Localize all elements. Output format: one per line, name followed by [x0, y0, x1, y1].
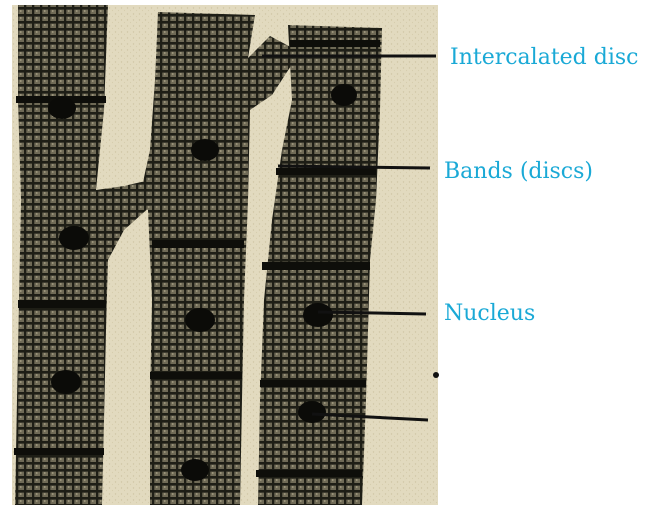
- bands-leader: [277, 164, 431, 170]
- nuclei: [48, 84, 357, 481]
- label-nucleus: Nucleus: [444, 301, 536, 326]
- label-intercalated-disc: Intercalated disc: [450, 45, 639, 70]
- muscle-fiber-middle: [138, 12, 300, 505]
- label-bands: Bands (discs): [444, 159, 594, 184]
- leader-lines: [262, 54, 436, 422]
- edge-marker: [433, 372, 439, 378]
- muscle-fiber-left: [15, 5, 152, 505]
- nucleus-leader: [317, 310, 427, 316]
- nucleus-leader-2: [311, 412, 429, 422]
